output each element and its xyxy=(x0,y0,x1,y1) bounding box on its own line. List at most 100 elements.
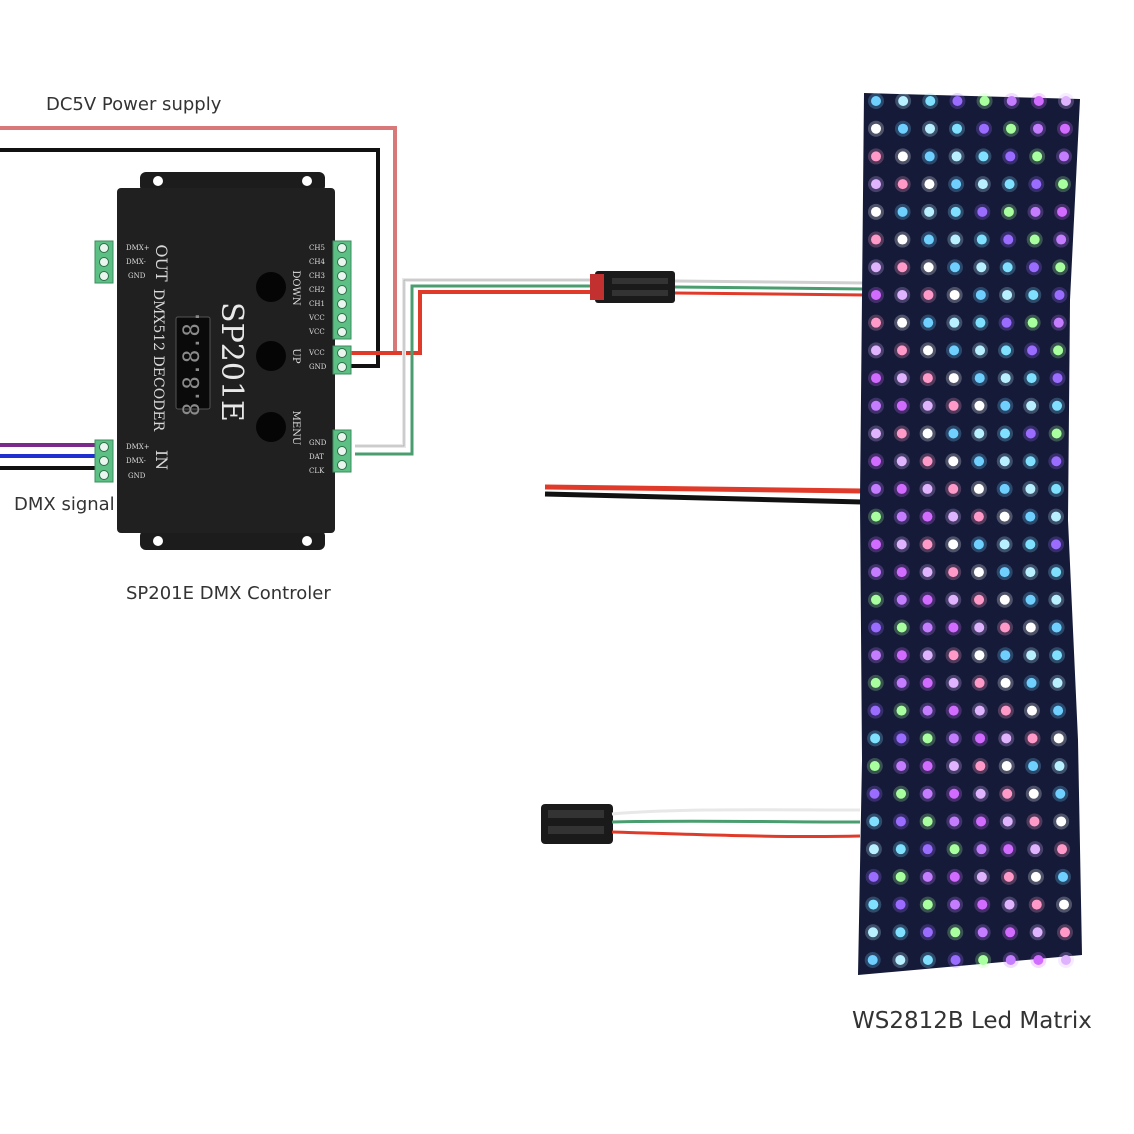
down-button[interactable] xyxy=(256,272,286,302)
down-label: DOWN xyxy=(290,270,301,305)
led-pixel xyxy=(1029,234,1040,245)
led-pixel xyxy=(974,428,985,439)
led-pixel xyxy=(924,123,935,134)
led-pixel xyxy=(974,594,985,605)
led-pixel xyxy=(867,955,878,965)
power-vcc-label: VCC xyxy=(308,349,325,357)
led-pixel xyxy=(975,788,986,799)
led-pixel xyxy=(871,151,881,162)
led-pixel xyxy=(1000,677,1011,688)
led-pixel xyxy=(922,594,933,605)
in-terminal-block xyxy=(94,439,114,483)
in-terminal-3: GND xyxy=(128,472,146,480)
led-pixel xyxy=(948,761,959,772)
led-pixel xyxy=(978,123,989,134)
led-pixel xyxy=(868,927,878,938)
led-pixel xyxy=(1054,761,1065,772)
led-pixel xyxy=(976,234,987,245)
led-pixel xyxy=(951,151,962,162)
led-pixel xyxy=(922,816,933,827)
led-pixel xyxy=(1053,345,1064,356)
led-pixel xyxy=(1056,816,1067,827)
led-pixel xyxy=(896,567,907,578)
led-pixel xyxy=(950,955,961,965)
in-label: IN xyxy=(152,450,171,470)
led-pixel xyxy=(1000,400,1011,411)
led-pixel xyxy=(922,844,933,855)
led-pixel xyxy=(923,345,934,356)
led-pixel xyxy=(975,761,986,772)
led-pixel xyxy=(975,345,986,356)
led-pixel xyxy=(922,622,933,633)
led-pixel xyxy=(1026,373,1037,384)
led-pixel xyxy=(1025,428,1036,439)
led-pixel xyxy=(1054,289,1065,300)
led-pixel xyxy=(976,816,987,827)
led-pixel xyxy=(871,428,881,439)
led-pixel xyxy=(1027,733,1038,744)
led-pixel xyxy=(1002,262,1013,273)
data-clk-label: CLK xyxy=(309,467,325,475)
led-pixel xyxy=(1053,733,1064,744)
led-pixel xyxy=(1032,123,1043,134)
led-pixel xyxy=(1051,622,1062,633)
led-pixel xyxy=(999,483,1010,494)
menu-label: MENU xyxy=(290,411,301,446)
led-pixel xyxy=(1051,539,1062,550)
led-pixel xyxy=(1026,650,1037,661)
led-pixel xyxy=(948,650,959,661)
led-pixel xyxy=(897,206,908,217)
led-pixel xyxy=(871,622,881,633)
led-pixel xyxy=(897,262,908,273)
data-terminal-block xyxy=(332,429,352,473)
led-pixel xyxy=(1005,123,1016,134)
terminal-screw xyxy=(337,285,347,295)
led-pixel xyxy=(1004,179,1015,190)
led-pixel xyxy=(895,927,906,938)
led-pixel xyxy=(869,816,880,827)
led-pixel xyxy=(1025,483,1036,494)
led-pixel xyxy=(922,373,933,384)
led-pixel xyxy=(977,927,988,938)
led-pixel xyxy=(868,871,879,882)
power-gnd-label: GND xyxy=(309,363,327,371)
data-white-wire xyxy=(355,278,595,448)
led-pixel xyxy=(974,677,985,688)
led-pixel xyxy=(870,705,881,716)
led-pixel xyxy=(1051,483,1062,494)
led-pixel xyxy=(897,179,908,190)
menu-button[interactable] xyxy=(256,412,286,442)
led-pixel xyxy=(949,262,960,273)
led-pixel xyxy=(871,345,881,356)
led-pixel xyxy=(1030,871,1041,882)
led-grid xyxy=(864,93,1074,968)
controller-caption: SP201E DMX Controler xyxy=(126,583,331,604)
led-pixel xyxy=(922,677,933,688)
up-button[interactable] xyxy=(256,341,286,371)
led-pixel xyxy=(950,206,961,217)
led-pixel xyxy=(924,206,935,217)
led-pixel xyxy=(948,567,959,578)
led-pixel xyxy=(896,400,907,411)
display-digits: 8.8.8.8. xyxy=(180,310,205,416)
led-pixel xyxy=(897,234,908,245)
led-pixel xyxy=(922,539,933,550)
led-pixel xyxy=(897,151,908,162)
in-terminal-2: DMX- xyxy=(126,457,147,465)
led-pixel xyxy=(1030,206,1041,217)
led-pixel xyxy=(898,96,909,106)
led-pixel xyxy=(948,539,959,550)
terminal-screw xyxy=(99,243,109,253)
led-pixel xyxy=(922,567,933,578)
led-pixel xyxy=(922,456,933,467)
led-pixel xyxy=(896,677,907,688)
led-pixel xyxy=(1052,400,1063,411)
led-pixel xyxy=(950,927,961,938)
led-pixel xyxy=(868,844,879,855)
led-pixel xyxy=(1026,705,1037,716)
led-pixel xyxy=(974,373,985,384)
led-pixel xyxy=(871,483,881,494)
led-pixel xyxy=(948,733,959,744)
led-pixel xyxy=(977,899,988,910)
ch3-label: CH3 xyxy=(309,272,325,280)
